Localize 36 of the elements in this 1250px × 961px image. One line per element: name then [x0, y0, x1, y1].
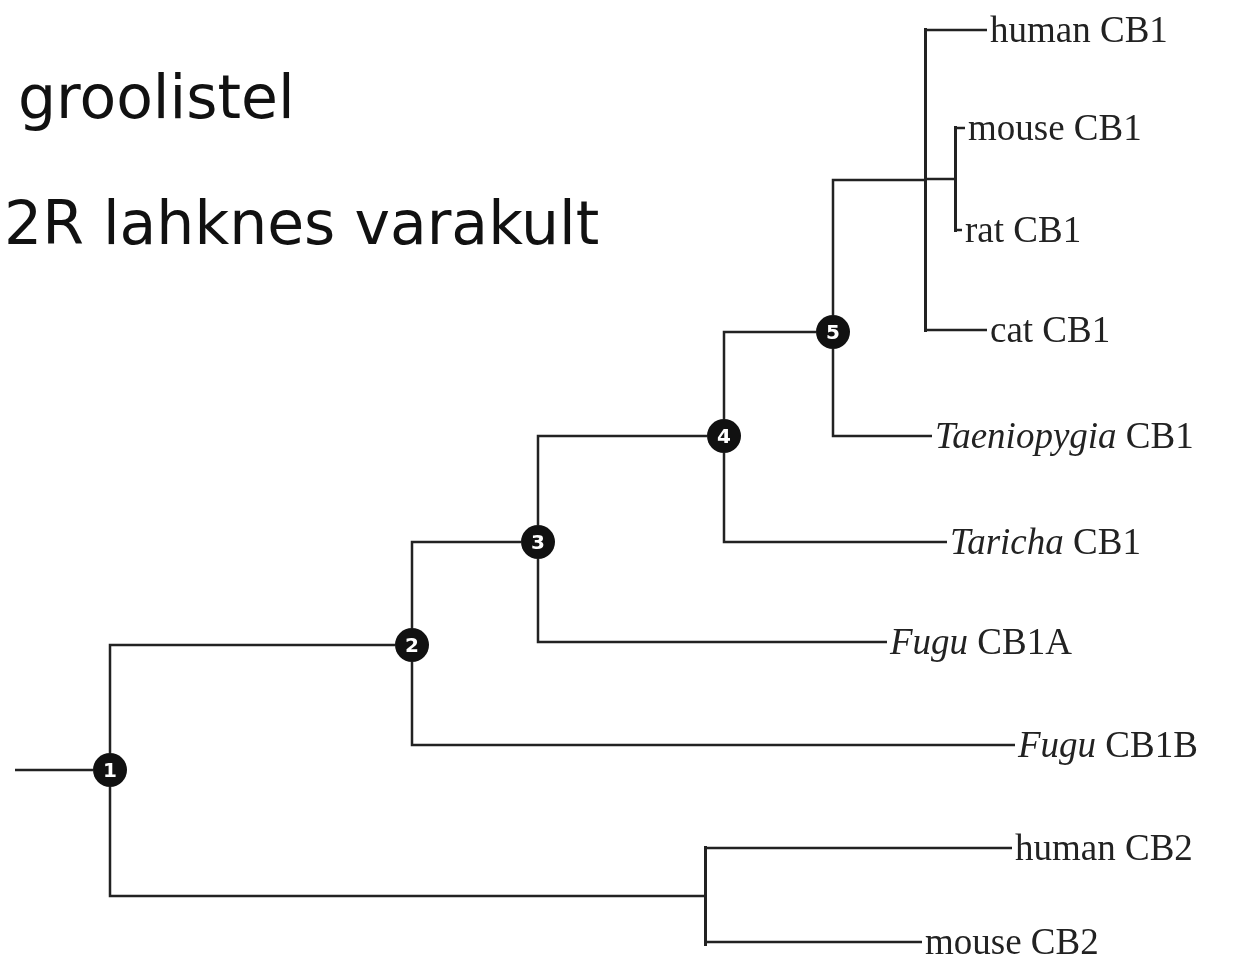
- tree-branch: [831, 178, 925, 315]
- junction-line: [703, 846, 707, 946]
- tree-branch: [108, 787, 705, 898]
- tree-branch: [722, 330, 816, 419]
- taxon-label: Fugu CB1A: [890, 620, 1072, 664]
- numbered-node: 3: [521, 525, 555, 559]
- slide-text: 2R lahknes varakult: [4, 188, 600, 258]
- taxon-label: mouse CB2: [925, 920, 1099, 961]
- junction-line: [923, 28, 927, 332]
- taxon-label: human CB1: [990, 8, 1168, 52]
- taxon-label: rat CB1: [965, 208, 1082, 252]
- numbered-node: 5: [816, 315, 850, 349]
- taxon-label: mouse CB1: [968, 106, 1142, 150]
- slide-text: groolistel: [18, 62, 295, 132]
- numbered-node: 2: [395, 628, 429, 662]
- tree-branch: [705, 846, 1012, 850]
- taxon-label: Taricha CB1: [950, 520, 1141, 564]
- tree-branch: [536, 434, 707, 525]
- taxon-label: human CB2: [1015, 826, 1193, 870]
- tree-branch: [108, 643, 395, 753]
- numbered-node: 1: [93, 753, 127, 787]
- junction-line: [953, 126, 957, 232]
- tree-branch: [722, 453, 947, 544]
- tree-branch: [831, 349, 932, 438]
- tree-branch: [925, 28, 987, 32]
- tree-branch: [925, 328, 987, 332]
- taxon-label: Taeniopygia CB1: [935, 414, 1194, 458]
- taxon-label: cat CB1: [990, 308, 1111, 352]
- tree-branch: [15, 768, 93, 772]
- tree-branch: [410, 662, 1015, 747]
- tree-branch: [705, 940, 922, 944]
- taxon-label: Fugu CB1B: [1018, 723, 1198, 767]
- tree-branch: [925, 177, 955, 181]
- tree-branch: [536, 559, 887, 644]
- numbered-node: 4: [707, 419, 741, 453]
- tree-branch: [410, 540, 521, 628]
